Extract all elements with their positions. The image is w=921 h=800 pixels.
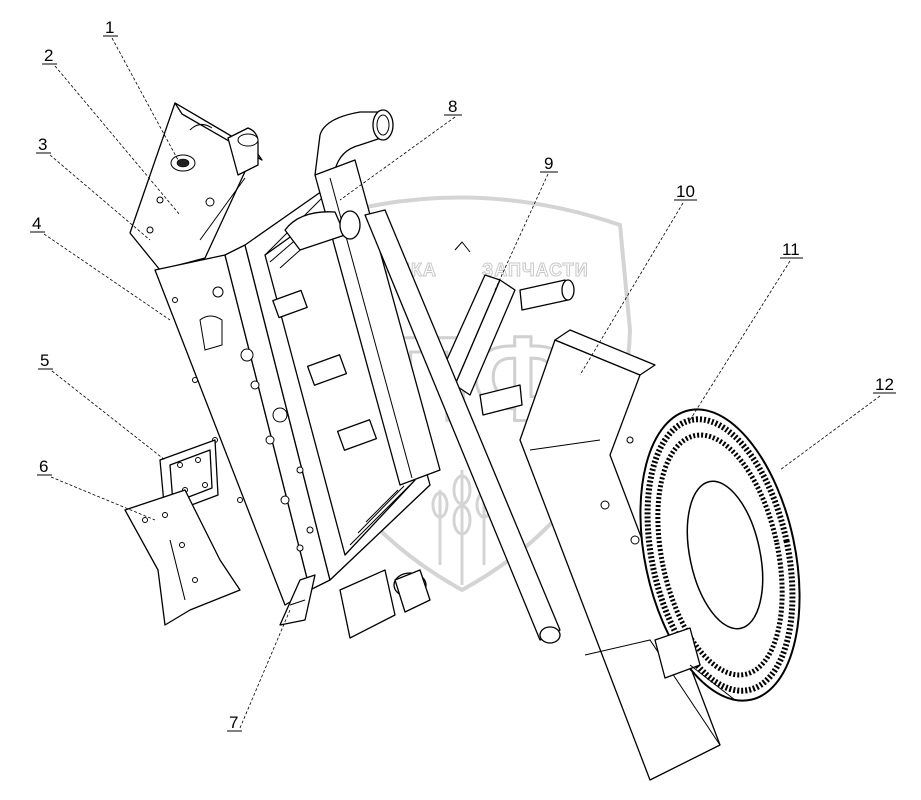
part-radiator-core xyxy=(244,174,431,639)
part-upper-pipe xyxy=(284,109,441,486)
callout-12: 12 xyxy=(875,375,894,394)
part-fan-guard xyxy=(639,408,801,702)
callout-leaders xyxy=(30,35,896,732)
callout-5: 5 xyxy=(40,351,49,370)
part-bracket-6 xyxy=(124,489,241,626)
watermark-text-right: ЗАПЧАСТИ xyxy=(482,260,589,280)
callout-3: 3 xyxy=(38,135,47,154)
callout-6: 6 xyxy=(39,457,48,476)
callout-4: 4 xyxy=(32,214,41,233)
part-bracket-plate xyxy=(129,102,263,271)
part-rod-assembly xyxy=(364,209,575,644)
callout-8: 8 xyxy=(448,97,457,116)
callout-11: 11 xyxy=(782,240,800,259)
callout-10: 10 xyxy=(676,182,695,201)
callout-labels: 1 2 3 4 5 6 7 8 9 10 11 12 xyxy=(32,18,894,732)
callout-9: 9 xyxy=(544,154,553,173)
callout-1: 1 xyxy=(105,18,114,37)
callout-2: 2 xyxy=(44,46,53,65)
callout-7: 7 xyxy=(229,713,238,732)
